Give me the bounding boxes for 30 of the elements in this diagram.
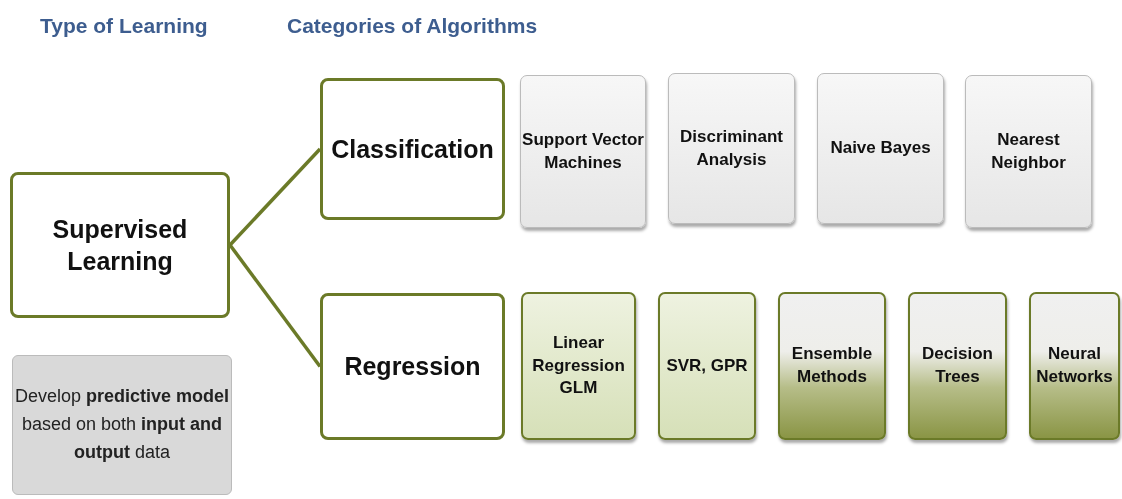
description-box: [12, 355, 232, 495]
learning-type-label: Classification: [331, 133, 494, 165]
connector-line: [228, 243, 322, 368]
algorithm-label: Decision Trees: [921, 343, 994, 388]
description-text: Develop predictive model based on both input and output data: [13, 385, 231, 464]
algorithm-label: Support Vector Machines: [521, 128, 645, 174]
column-heading: Type of Learning: [40, 14, 208, 38]
learning-type-label: Regression: [344, 351, 481, 383]
algorithm-label: Linear Regression GLM: [531, 331, 626, 400]
algorithm-box: [658, 292, 756, 440]
learning-box: [320, 293, 505, 440]
algorithm-box: [521, 292, 636, 440]
learning-type-label: Supervised Learning: [51, 213, 189, 277]
algorithm-label: Naive Bayes: [830, 137, 931, 160]
algorithm-box: [965, 75, 1092, 228]
algorithm-box: [817, 73, 944, 224]
algorithm-label: Discriminant Analysis: [679, 125, 784, 171]
connector-line: [228, 147, 322, 247]
algorithm-box: [778, 292, 886, 440]
algorithm-box: [1029, 292, 1120, 440]
algorithm-label: Ensemble Methods: [790, 343, 874, 388]
column-heading: Categories of Algorithms: [287, 14, 538, 38]
learning-box: [10, 172, 230, 318]
algorithm-box: [908, 292, 1007, 440]
algorithm-box: [520, 75, 646, 228]
algorithm-label: SVR, GPR: [666, 354, 748, 377]
learning-box: [320, 78, 505, 220]
algorithm-box: [668, 73, 795, 224]
algorithm-label: Nearest Neighbor: [990, 128, 1067, 174]
algorithm-label: Neural Networks: [1035, 343, 1114, 388]
